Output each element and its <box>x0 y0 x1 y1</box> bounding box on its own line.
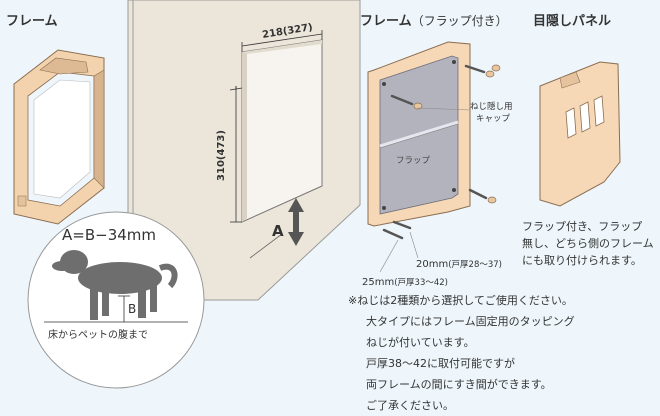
screw-caps <box>413 64 501 204</box>
screw-cap-label-2: キャップ <box>476 114 511 124</box>
screw-25-label: 25mm(戸厚33〜42) <box>362 276 448 288</box>
panel-note-line: フラップ付き、フラップ <box>522 220 643 233</box>
diagram-canvas: フレーム フレーム（フラップ付き） 目隠しパネル 218(327) 310(47… <box>6 0 654 412</box>
frame-flap-illustration <box>367 41 471 227</box>
header-frame: フレーム <box>6 14 58 29</box>
b-marker: B <box>128 302 137 316</box>
screw-note-line: 大タイプにはフレーム固定用のタッピング <box>366 315 575 328</box>
screw-note-line: 両フレームの間にすき間ができます。 <box>366 378 552 391</box>
dimension-height: 310(473) <box>215 130 227 181</box>
flap-label: フラップ <box>396 156 431 166</box>
screw-20-length: 20mm <box>416 259 449 270</box>
screw-25-note: (戸厚33〜42) <box>394 278 448 288</box>
screw-notes: ※ねじは2種類から選択してご使用ください。 大タイプにはフレーム固定用のタッピン… <box>348 290 575 416</box>
screws <box>382 64 488 240</box>
screw-note-line: ※ねじは2種類から選択してご使用ください。 <box>348 294 573 307</box>
screw-25-length: 25mm <box>362 277 395 288</box>
a-double-arrow <box>288 198 304 246</box>
frame-left-illustration <box>13 49 105 225</box>
header-hiding-panel: 目隠しパネル <box>533 14 612 29</box>
screw-20-note: (戸厚28〜37) <box>448 260 502 270</box>
dog-silhouette <box>52 250 178 320</box>
panel-note: フラップ付き、フラップ 無し、どちら側のフレーム にも取り付けられます。 <box>522 218 654 269</box>
screw-note-line: ご了承ください。 <box>366 399 454 412</box>
panel-note-line: 無し、どちら側のフレーム <box>522 237 654 250</box>
screw-note-line: 戸厚38〜42に取付可能ですが <box>366 357 515 370</box>
a-marker: A <box>272 222 284 240</box>
screw-20-label: 20mm(戸厚28〜37) <box>416 258 502 270</box>
panel-note-line: にも取り付けられます。 <box>522 254 642 267</box>
illustration <box>13 0 621 389</box>
header-frame-flap-paren: （フラップ付き） <box>411 14 508 28</box>
screw-note-line: ねじが付いています。 <box>366 336 475 349</box>
screw-cap-label-1: ねじ隠し用 <box>470 102 513 112</box>
dog-caption: 床からペットの腹まで <box>48 330 148 341</box>
header-frame-flap-main: フレーム <box>360 14 412 29</box>
formula: A=B−34mm <box>62 226 156 244</box>
hiding-panel-illustration <box>539 61 621 207</box>
header-frame-flap: フレーム（フラップ付き） <box>360 10 508 29</box>
